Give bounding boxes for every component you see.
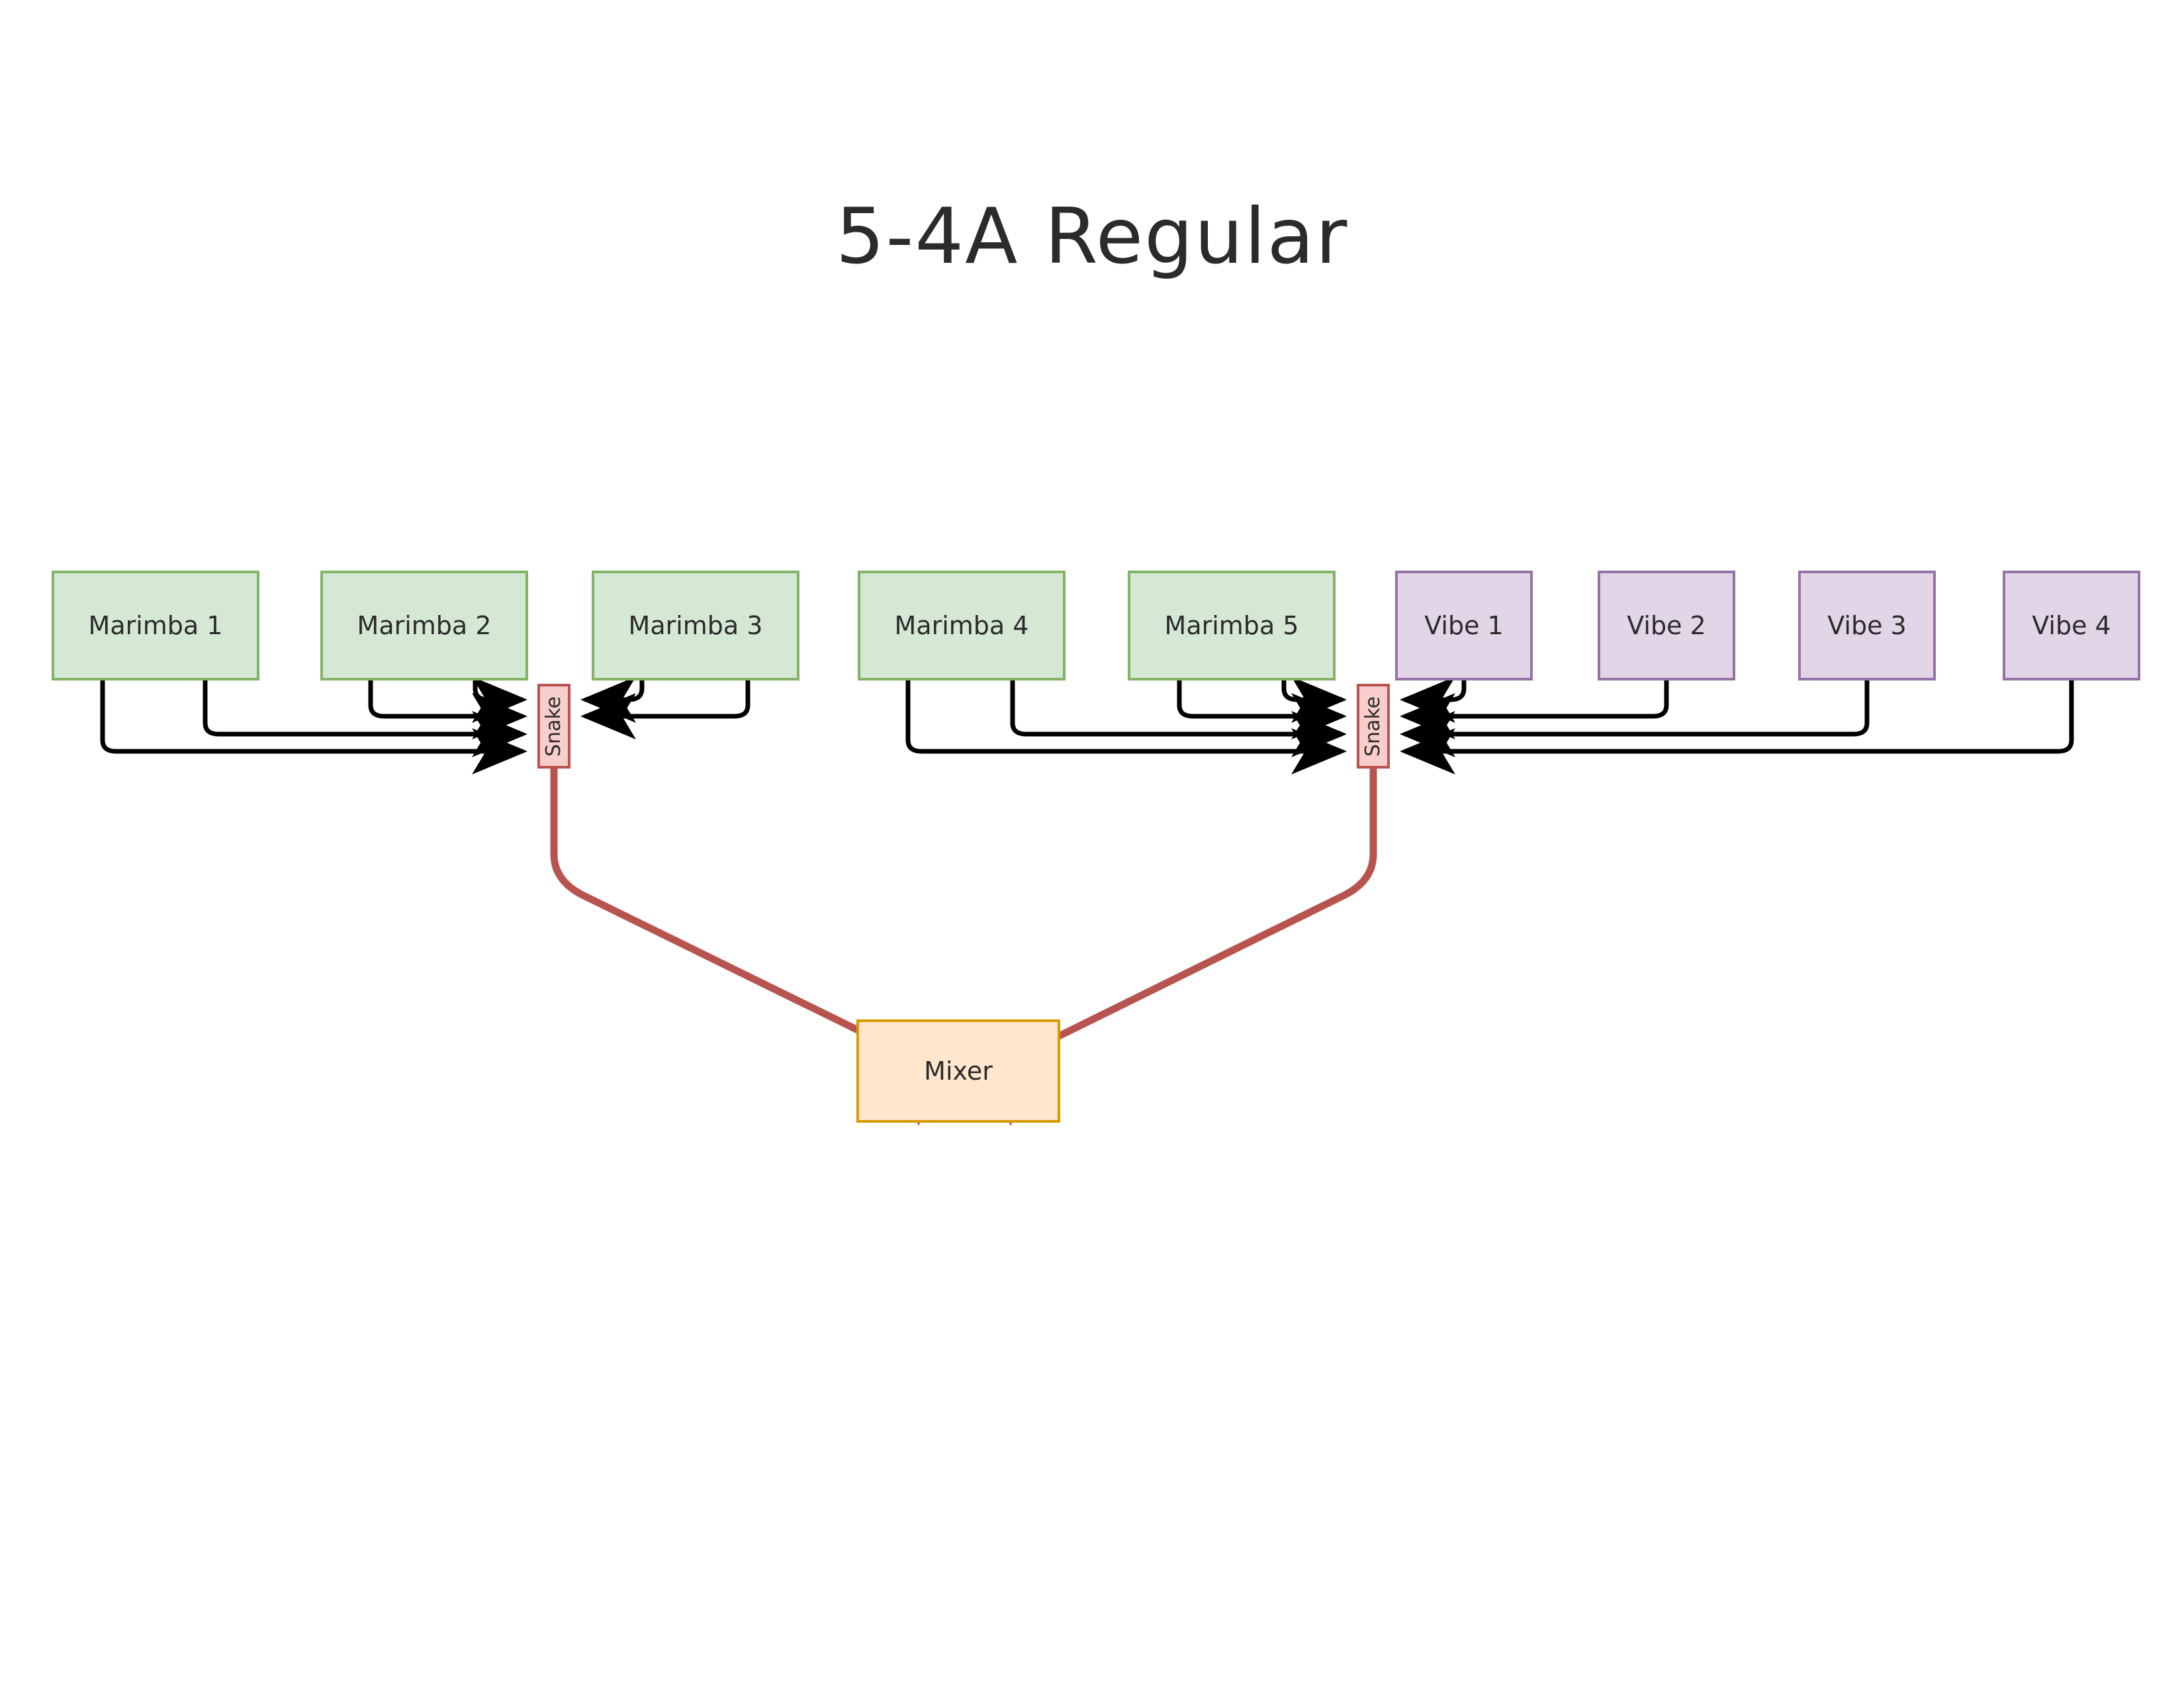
wire-marimba5-ch2 [1281, 677, 1347, 723]
wire-vibe4-ch1 [1400, 680, 2074, 774]
wire-marimba1-ch2 [203, 680, 527, 757]
page-title: 5-4A Regular [835, 192, 1349, 281]
node-label: Vibe 2 [1627, 611, 1706, 640]
node-marimba-5[interactable]: Marimba 5 [1128, 571, 1336, 680]
wire-marimba1-ch1 [100, 680, 527, 774]
wire-marimba5-ch1 [1177, 680, 1347, 739]
node-mixer[interactable]: Mixer [856, 1019, 1060, 1123]
node-vibe-4[interactable]: Vibe 4 [2003, 571, 2140, 680]
node-label: Snake [542, 696, 566, 757]
node-label: Vibe 3 [1827, 611, 1907, 640]
node-label: Marimba 1 [88, 611, 223, 640]
wire-marimba2-ch1 [368, 680, 527, 739]
node-vibe-1[interactable]: Vibe 1 [1395, 571, 1533, 680]
node-marimba-1[interactable]: Marimba 1 [52, 571, 259, 680]
node-vibe-3[interactable]: Vibe 3 [1798, 571, 1936, 680]
node-vibe-2[interactable]: Vibe 2 [1598, 571, 1735, 680]
node-label: Snake [1361, 696, 1385, 757]
node-snake-left[interactable]: Snake [537, 684, 570, 769]
node-label: Marimba 5 [1164, 611, 1299, 640]
node-snake-right[interactable]: Snake [1357, 684, 1390, 769]
wire-vibe3-ch1 [1400, 680, 1870, 757]
wire-vibe1-ch1 [1400, 677, 1467, 723]
wire-marimba2-ch2 [472, 677, 527, 723]
node-label: Marimba 4 [894, 611, 1029, 640]
node-label: Mixer [924, 1056, 993, 1086]
wire-marimba3-ch1 [580, 677, 645, 723]
wire-marimba3-ch2 [580, 680, 751, 739]
left-snake-input-wires [100, 677, 751, 774]
node-label: Marimba 3 [628, 611, 763, 640]
node-label: Vibe 4 [2032, 611, 2111, 640]
wire-right-snake-to-mixer [981, 769, 1377, 1126]
wire-marimba4-ch1 [905, 680, 1347, 774]
node-marimba-4[interactable]: Marimba 4 [858, 571, 1066, 680]
node-marimba-3[interactable]: Marimba 3 [592, 571, 799, 680]
wire-marimba4-ch2 [1010, 680, 1347, 757]
node-label: Vibe 1 [1424, 611, 1504, 640]
right-snake-input-wires [905, 677, 2074, 774]
node-label: Marimba 2 [357, 611, 492, 640]
node-marimba-2[interactable]: Marimba 2 [320, 571, 528, 680]
wire-vibe2-ch1 [1400, 680, 1669, 739]
